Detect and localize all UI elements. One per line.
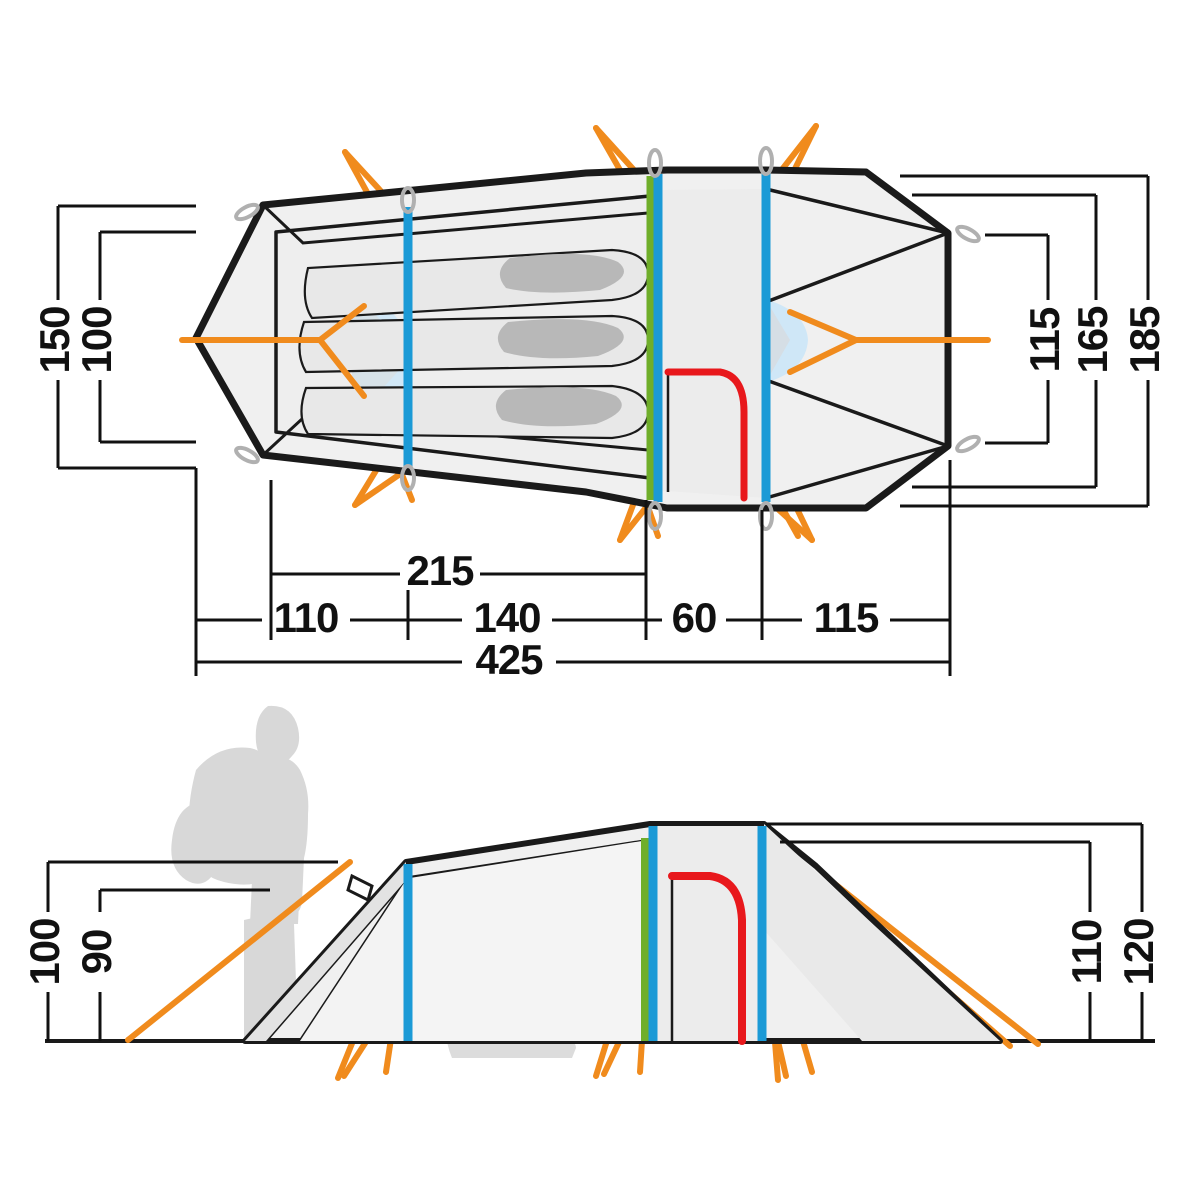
guyline-icon	[787, 337, 859, 375]
rear-vestibule-panel	[764, 824, 1000, 1041]
peg-loop-icon	[955, 224, 981, 244]
floor-plan-view: 150 100 115 165 185	[31, 123, 1168, 683]
dim-label-110-side: 110	[1063, 920, 1110, 985]
dimension-group-bottom-top	[194, 460, 952, 676]
peg-loop-icon	[758, 501, 774, 531]
front-vestibule-panel	[245, 862, 406, 1041]
dim-label-185: 185	[1121, 306, 1168, 374]
peg-loop-icon	[955, 434, 981, 454]
peg-loop-icon	[400, 464, 416, 492]
dim-label-425: 425	[475, 636, 543, 683]
center-guyline-group	[179, 303, 991, 399]
dim-label-150: 150	[31, 306, 78, 373]
dimension-group-right-top	[900, 174, 1150, 508]
side-bedroom-area	[410, 840, 648, 1041]
dim-label-100-side: 100	[21, 918, 68, 985]
peg-loop-icon	[400, 186, 416, 214]
peg-loop-icon	[234, 202, 260, 222]
guyline-icon	[317, 337, 367, 399]
guyline-icon	[352, 467, 409, 508]
dimension-group-right-side	[766, 822, 1155, 1043]
sleeping-bag-body	[495, 387, 622, 427]
peg-group-top	[234, 146, 981, 531]
rear-vestibule-shade	[766, 300, 790, 382]
sleeping-bag-body	[497, 319, 624, 359]
peg-loop-icon	[647, 501, 663, 531]
dim-label-115: 115	[1021, 307, 1068, 372]
dim-label-140: 140	[473, 594, 540, 641]
door-red-arc	[664, 368, 748, 502]
peg-loop-icon	[758, 146, 774, 176]
side-door-red-arc	[668, 872, 746, 1045]
vent-window-front	[346, 873, 374, 903]
dim-label-120-side: 120	[1115, 918, 1162, 985]
dim-label-90-side: 90	[73, 930, 120, 975]
rear-vestibule-seams	[765, 187, 949, 500]
guyline-icon	[317, 303, 367, 343]
peg-loop-icon	[647, 148, 663, 178]
standing-hiker-silhouette	[171, 705, 309, 1040]
dim-label-165: 165	[1069, 306, 1116, 374]
peg-loop-icon	[234, 445, 260, 465]
pole-group-side	[403, 826, 767, 1041]
dimension-group-left-top	[56, 204, 196, 470]
front-vestibule-panel-2	[300, 880, 406, 1041]
vestibule-area	[652, 189, 766, 498]
dimension-group-left-side	[46, 860, 338, 1041]
dim-label-60: 60	[672, 594, 717, 641]
dim-label-115-bottom: 115	[814, 594, 879, 641]
side-elevation-view: 100 90 110 120	[21, 705, 1162, 1083]
dim-label-110: 110	[274, 594, 339, 641]
sleeping-bag-body	[499, 253, 624, 293]
dim-label-100: 100	[73, 306, 120, 373]
sleeping-bag-group	[298, 248, 650, 440]
pole-group-top	[403, 172, 771, 502]
dim-label-215: 215	[406, 547, 474, 594]
guyline-icon	[787, 309, 859, 343]
